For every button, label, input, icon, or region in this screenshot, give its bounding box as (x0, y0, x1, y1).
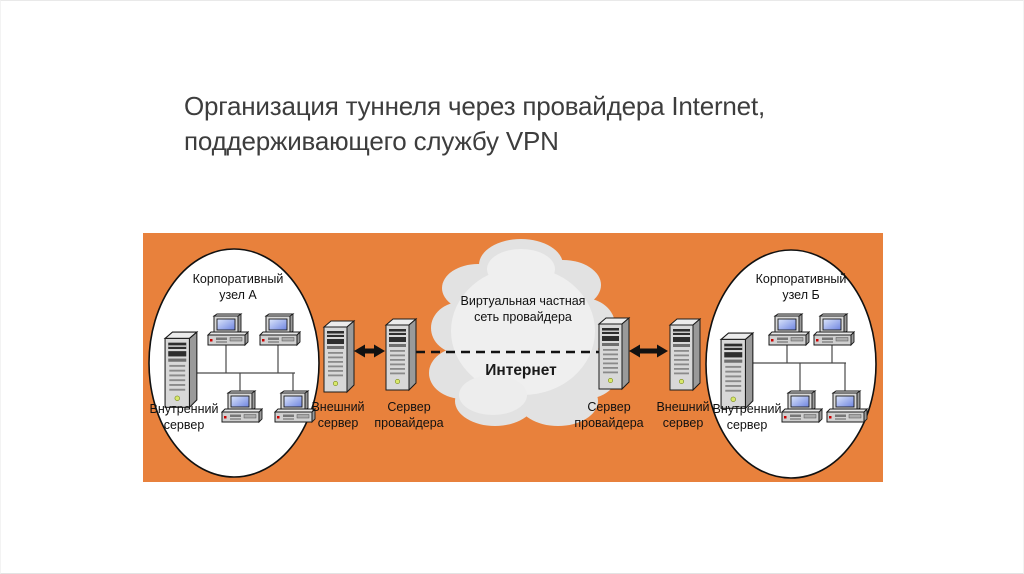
internet-label: Интернет (485, 362, 557, 379)
vpn-cloud-label: Виртуальная частная сеть провайдера (460, 294, 586, 324)
link-arrow-b-icon (629, 344, 668, 358)
link-arrow-a-icon (354, 344, 385, 358)
provider-server-a-label: Сервер провайдера (374, 400, 444, 430)
provider-server-a-icon (385, 318, 417, 391)
external-server-b-icon (669, 318, 701, 391)
internet-cloud-icon (429, 239, 618, 426)
page-title-line1: Организация туннеля через провайдера Int… (184, 91, 765, 121)
internal-server-b-icon (720, 332, 754, 409)
internal-server-a-icon (164, 331, 198, 408)
external-server-a-label: Внешний сервер (311, 400, 365, 430)
vpn-tunnel-diagram: Корпоративный узел А Корпоративный узел … (143, 233, 883, 482)
internal-server-b-label: Внутренний сервер (712, 402, 782, 432)
node-a-network-lines (197, 344, 295, 392)
external-server-a-icon (323, 320, 355, 393)
corporate-node-b-label: Корпоративный узел Б (755, 272, 847, 302)
provider-server-b-label: Сервер провайдера (574, 400, 644, 430)
internal-server-a-label: Внутренний сервер (149, 402, 219, 432)
provider-server-b-icon (598, 317, 630, 390)
page-title-line2: поддерживающего службу VPN (184, 126, 559, 156)
node-b-network-lines (753, 344, 846, 392)
diagram-canvas (143, 233, 883, 482)
page-title: Организация туннеля через провайдера Int… (184, 89, 874, 159)
corporate-node-a-label: Корпоративный узел А (192, 272, 284, 302)
external-server-b-label: Внешний сервер (656, 400, 710, 430)
